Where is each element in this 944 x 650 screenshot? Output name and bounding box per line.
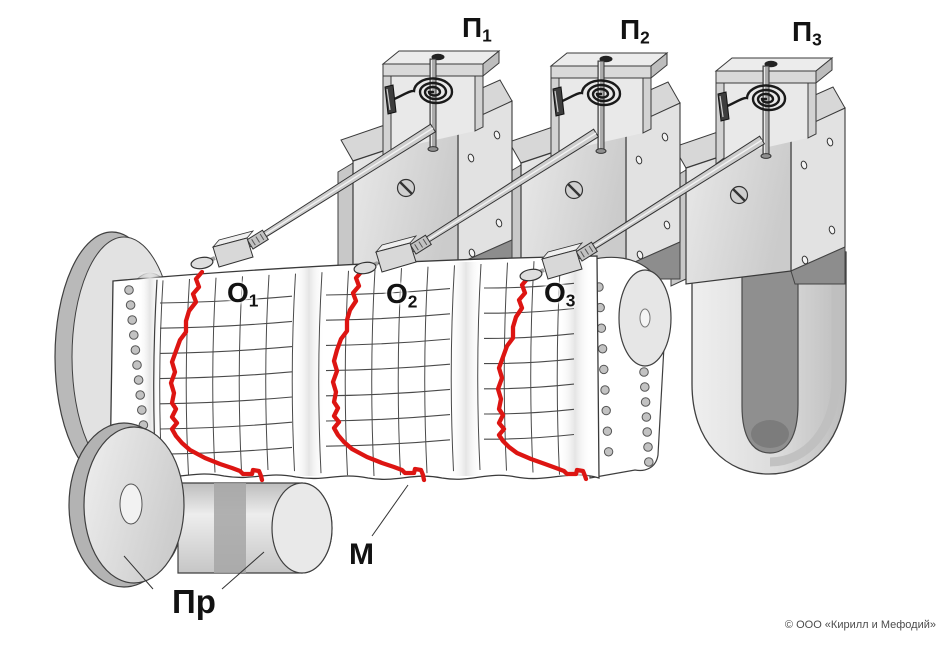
label-tape: М: [349, 538, 374, 571]
copyright-text: © ООО «Кирилл и Мефодий»: [784, 619, 936, 631]
cylinder-end-cap: [271, 482, 333, 574]
recorded-traces: [168, 268, 589, 483]
cylinder-dark-band: [214, 483, 246, 573]
label-record-1: О1: [227, 277, 259, 311]
trace-2: [330, 268, 427, 483]
chart-paper: [109, 255, 600, 483]
label-rollers: Пр: [172, 583, 216, 620]
label-record-2: О2: [386, 278, 418, 312]
sprocket-holes-right: [594, 282, 654, 467]
drive-roller-flange-bottom: [68, 422, 185, 588]
leader-lines: [123, 484, 409, 590]
trace-1: [168, 269, 265, 483]
trace-3: [495, 275, 589, 482]
magnet-3: [691, 237, 847, 475]
drive-roller-cylinder: [177, 482, 333, 574]
label-pen-3: П3: [792, 16, 822, 50]
leader-line-rollers-2: [221, 551, 265, 590]
takeup-roller: [589, 256, 672, 479]
flange-hole: [119, 483, 143, 525]
label-pen-2: П2: [620, 14, 650, 48]
magnet-slot: [741, 257, 799, 454]
label-record-3: О3: [544, 277, 576, 311]
leader-line-tape: [371, 484, 409, 537]
leader-line-rollers-1: [123, 555, 154, 590]
label-pen-1: П1: [462, 12, 492, 46]
